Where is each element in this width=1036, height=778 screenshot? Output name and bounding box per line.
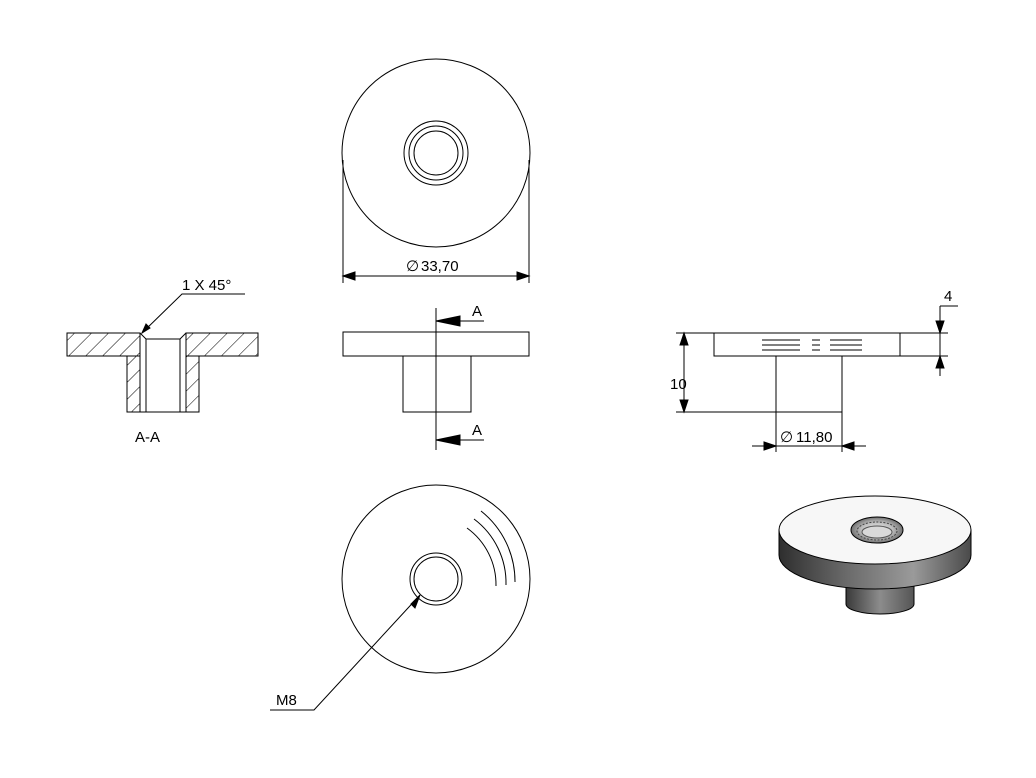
side-view-boss <box>775 355 843 413</box>
thread-leader <box>270 594 421 711</box>
boss-diameter-label: 11,80 <box>796 429 832 446</box>
isometric-view <box>778 495 972 615</box>
chamfer-label: 1 X 45° <box>182 277 231 294</box>
front-view <box>342 308 530 450</box>
top-view-hole-chamfer <box>408 125 464 181</box>
bottom-view <box>270 484 531 711</box>
height-label: 10 <box>670 376 687 393</box>
side-view <box>676 305 958 452</box>
flange-thickness-label: 4 <box>944 288 952 305</box>
outer-diameter-label: 33,70 <box>421 258 459 275</box>
top-view-hole-inner <box>413 130 459 176</box>
section-marker-bottom: A <box>472 422 482 439</box>
bottom-view-hole-inner <box>413 556 459 602</box>
bottom-view-outer-circle <box>341 484 531 674</box>
section-view-label: A-A <box>135 429 160 446</box>
outer-diameter-symbol: ∅ <box>406 258 419 275</box>
boss-diameter-symbol: ∅ <box>780 429 793 446</box>
top-view <box>341 58 531 283</box>
front-view-boss <box>402 355 472 413</box>
top-view-outer-circle <box>341 58 531 248</box>
side-view-flange <box>713 332 901 357</box>
section-marker-top: A <box>472 303 482 320</box>
top-view-hole-outer <box>403 120 469 186</box>
bottom-view-hole-outer <box>409 552 463 606</box>
thread-label: M8 <box>276 692 297 709</box>
section-view <box>66 293 259 413</box>
